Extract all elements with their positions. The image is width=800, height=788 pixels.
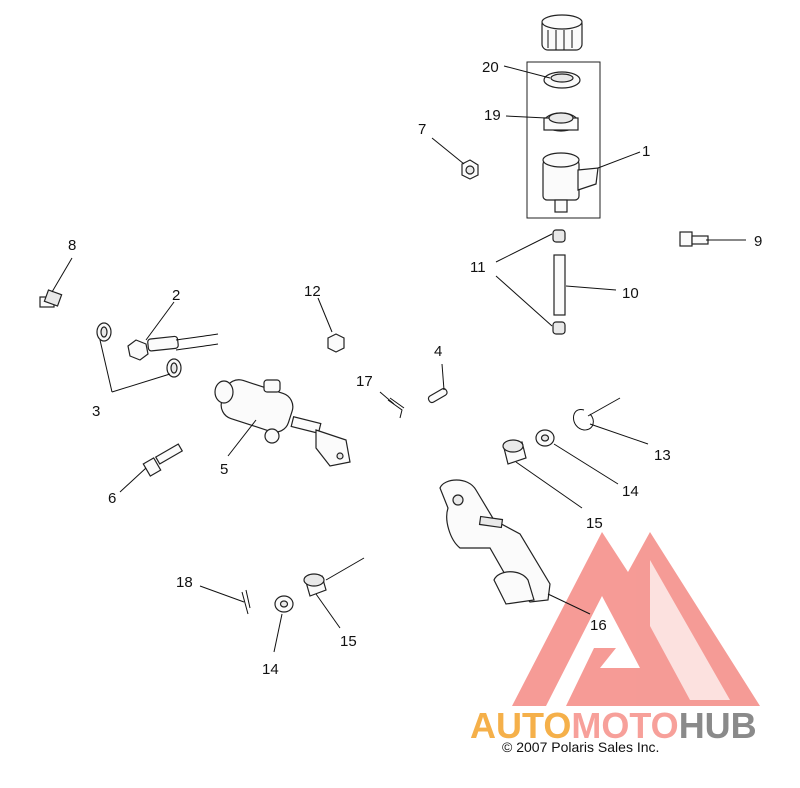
watermark-wordmark: AUTOMOTOHUB bbox=[470, 705, 757, 746]
callout-11: 11 bbox=[470, 259, 486, 276]
part-3-washer-b bbox=[166, 358, 182, 378]
part-5-master-cylinder bbox=[214, 379, 351, 467]
callout-16: 16 bbox=[590, 617, 607, 634]
callout-1: 1 bbox=[642, 143, 650, 160]
callout-4: 4 bbox=[434, 343, 442, 360]
part-1-reservoir bbox=[542, 152, 599, 213]
part-4-pin bbox=[427, 388, 448, 404]
callout-19: 19 bbox=[484, 107, 501, 124]
callout-5: 5 bbox=[220, 461, 228, 478]
part-14-washer-lower bbox=[274, 595, 294, 613]
callout-14-lower: 14 bbox=[262, 661, 279, 678]
part-13-clip bbox=[573, 409, 594, 431]
part-12-nut bbox=[327, 333, 345, 353]
part-2-hose-fitting bbox=[127, 333, 219, 361]
part-14-washer-upper bbox=[535, 429, 555, 447]
wordmark-hub: HUB bbox=[679, 705, 757, 746]
part-15-bushing-lower bbox=[303, 573, 327, 597]
callout-7: 7 bbox=[418, 121, 426, 138]
copyright-text: © 2007 Polaris Sales Inc. bbox=[502, 739, 659, 755]
callout-9: 9 bbox=[754, 233, 762, 250]
part-6-bolt bbox=[142, 443, 184, 477]
watermark-triangle-inner bbox=[650, 560, 730, 700]
part-18-cotter-pin bbox=[241, 589, 251, 615]
callout-12: 12 bbox=[304, 283, 321, 300]
part-15-bushing-upper bbox=[502, 439, 527, 465]
leader-lines bbox=[51, 65, 746, 653]
watermark-triangle bbox=[512, 532, 760, 706]
callout-2: 2 bbox=[172, 287, 180, 304]
wordmark-auto: AUTO bbox=[470, 705, 571, 746]
part-11-bushing-bottom bbox=[552, 321, 566, 335]
watermark-logo bbox=[512, 532, 760, 706]
callout-6: 6 bbox=[108, 490, 116, 507]
callout-10: 10 bbox=[622, 285, 639, 302]
reservoir-cap bbox=[541, 14, 583, 51]
part-11-bushing-top bbox=[552, 229, 566, 243]
callout-8: 8 bbox=[68, 237, 76, 254]
reservoir-assembly-box bbox=[526, 61, 601, 219]
part-3-washer-a bbox=[96, 322, 112, 342]
part-16-brake-pedal bbox=[439, 479, 551, 605]
part-7-nut bbox=[461, 159, 479, 180]
part-9-bolt bbox=[679, 231, 709, 247]
callout-13: 13 bbox=[654, 447, 671, 464]
callout-20: 20 bbox=[482, 59, 499, 76]
part-20-diaphragm bbox=[543, 71, 581, 89]
callout-3: 3 bbox=[92, 403, 100, 420]
callout-17: 17 bbox=[356, 373, 373, 390]
callout-18: 18 bbox=[176, 574, 193, 591]
part-8-bleeder bbox=[39, 289, 63, 308]
part-10-tube bbox=[553, 254, 566, 316]
callout-15-upper: 15 bbox=[586, 515, 603, 532]
callout-15-lower: 15 bbox=[340, 633, 357, 650]
callout-14-upper: 14 bbox=[622, 483, 639, 500]
wordmark-moto: MOTO bbox=[571, 705, 678, 746]
part-19-seal bbox=[543, 112, 579, 132]
callouts: 20 19 1 7 9 10 11 8 2 12 3 4 17 13 5 14 … bbox=[68, 59, 762, 678]
